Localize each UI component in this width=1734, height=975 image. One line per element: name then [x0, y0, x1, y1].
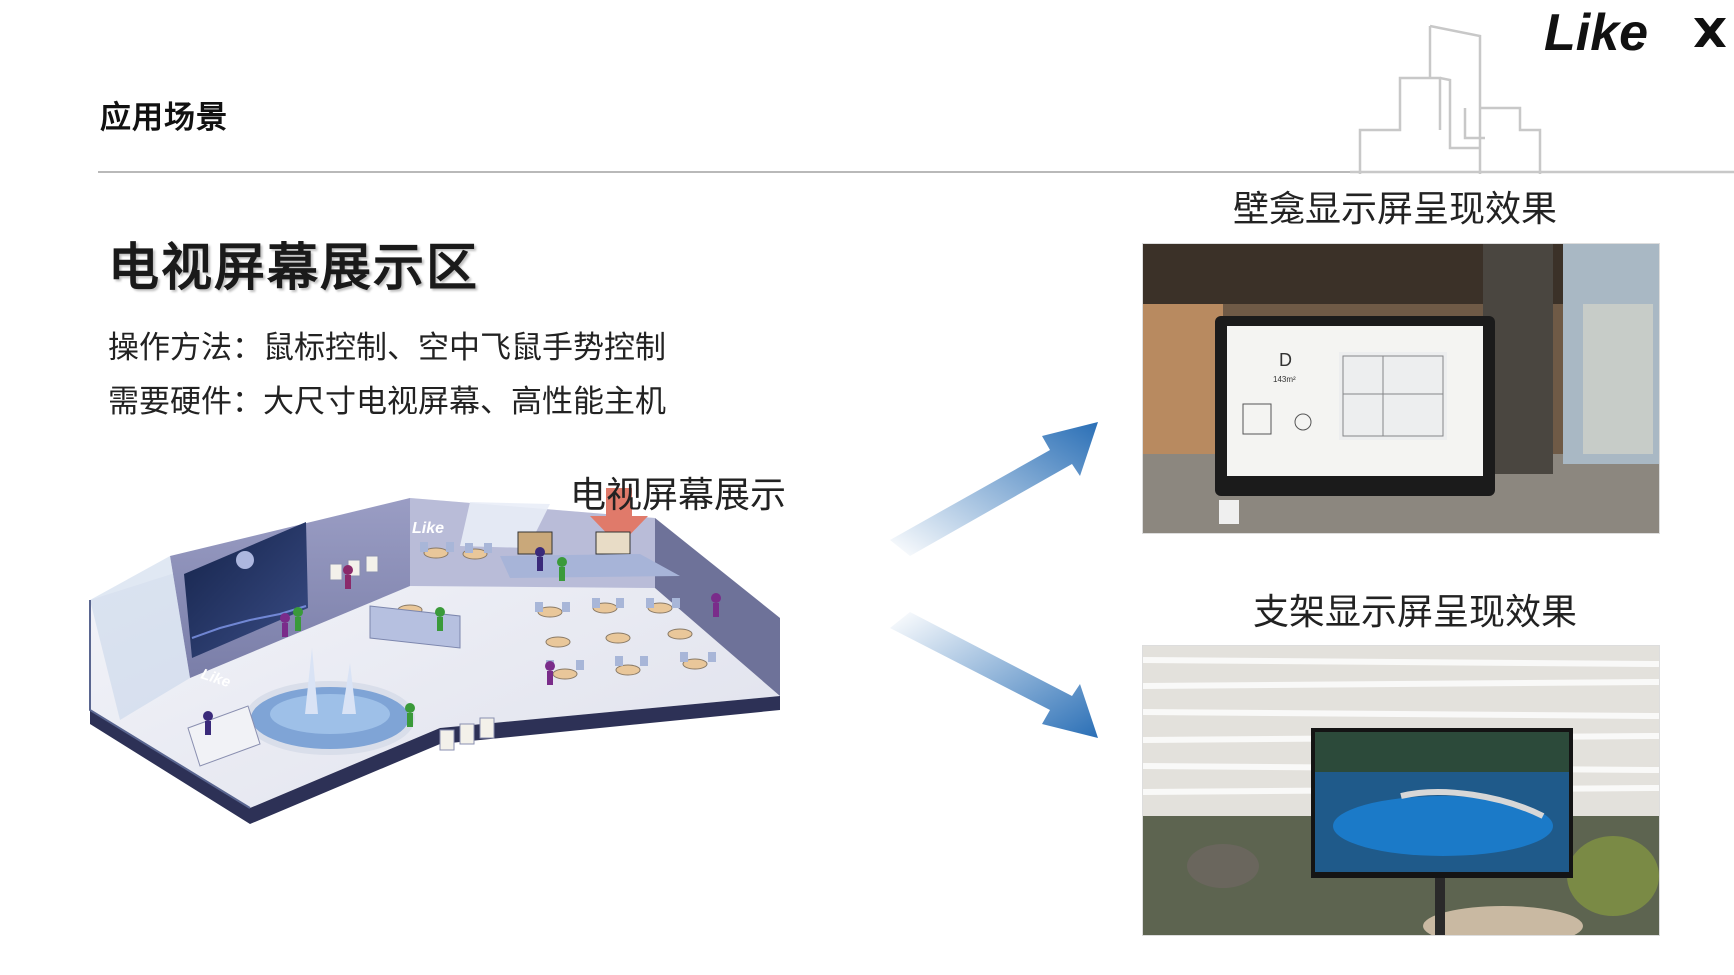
- x-mark-icon: [1694, 18, 1726, 47]
- wall-logo-text: Like: [412, 520, 444, 537]
- skyline-decoration: [1350, 24, 1734, 174]
- floorplan-unit-text: D: [1279, 350, 1292, 370]
- tv-screen-callout-label: 电视屏幕展示: [570, 475, 787, 516]
- down-arrow-icon: [590, 488, 648, 546]
- large-video-wall: [184, 522, 308, 658]
- header-divider: [98, 171, 1734, 173]
- stand-display-photo: [1142, 645, 1660, 936]
- wall-niche-caption: 壁龛显示屏呈现效果: [1233, 189, 1558, 230]
- floorplan-area-text: 143m²: [1273, 375, 1296, 384]
- operation-method-text: 操作方法：鼠标控制、空中飞鼠手势控制: [108, 330, 666, 366]
- wall-niche-display-photo: D 143m²: [1142, 243, 1660, 534]
- page-title: 应用场景: [100, 100, 228, 136]
- section-title: 电视屏幕展示区: [108, 239, 480, 298]
- diagonal-arrow-icon: [890, 612, 1098, 738]
- exhibition-room-illustration: Like Like: [89, 488, 780, 824]
- stand-display-caption: 支架显示屏呈现效果: [1253, 592, 1578, 633]
- flow-arrows: [890, 422, 1098, 738]
- brand-logo: Like: [1544, 4, 1726, 62]
- logo-text: Like: [1544, 4, 1648, 62]
- hardware-requirement-text: 需要硬件：大尺寸电视屏幕、高性能主机: [108, 384, 666, 420]
- diagonal-arrow-icon: [890, 422, 1098, 556]
